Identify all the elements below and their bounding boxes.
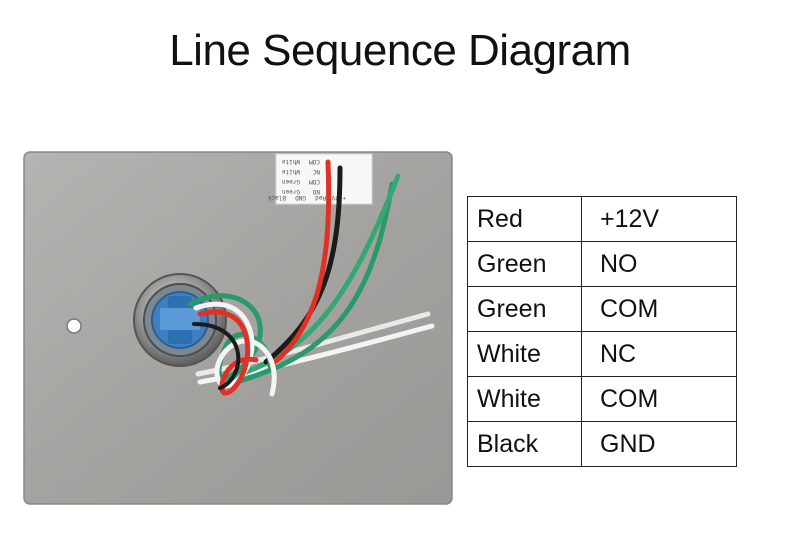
stainless-plate [23,151,453,505]
wire-color-cell: White [467,331,582,377]
sticker-label: GND [295,194,306,201]
sticker-label: Green [282,188,300,195]
sticker-label: NC [312,168,320,175]
signal-cell: GND [581,421,737,467]
sticker-label: COM [309,158,320,165]
wiring-table: Red +12V Green NO Green COM White NC Whi… [467,196,737,467]
sticker-label: COM [309,178,320,185]
signal-cell: COM [581,286,737,332]
label-sticker: COM White NC White COM Green NO Green +1… [268,153,373,205]
table-row: Red +12V [467,196,737,242]
push-button [133,273,227,367]
wire-color-cell: White [467,376,582,422]
table-row: Green NO [467,241,737,287]
sticker-label: White [282,168,300,175]
sticker-label: White [282,158,300,165]
wire-color-cell: Green [467,286,582,332]
sticker-label: Red [315,194,326,201]
table-row: White COM [467,376,737,422]
mounting-hole [66,318,82,334]
sticker-label: Green [282,178,300,185]
table-row: Green COM [467,286,737,332]
signal-cell: +12V [581,196,737,242]
wire-color-cell: Red [467,196,582,242]
switch-photo: COM White NC White COM Green NO Green +1… [23,151,453,505]
diagram-title: Line Sequence Diagram [169,26,631,75]
sticker-label: NO [312,188,320,195]
wire-color-cell: Black [467,421,582,467]
wire-color-cell: Green [467,241,582,287]
sticker-label: Black [268,194,286,201]
table-row: White NC [467,331,737,377]
signal-cell: COM [581,376,737,422]
wire-bundle [187,159,435,397]
signal-cell: NO [581,241,737,287]
table-row: Black GND [467,421,737,467]
signal-cell: NC [581,331,737,377]
